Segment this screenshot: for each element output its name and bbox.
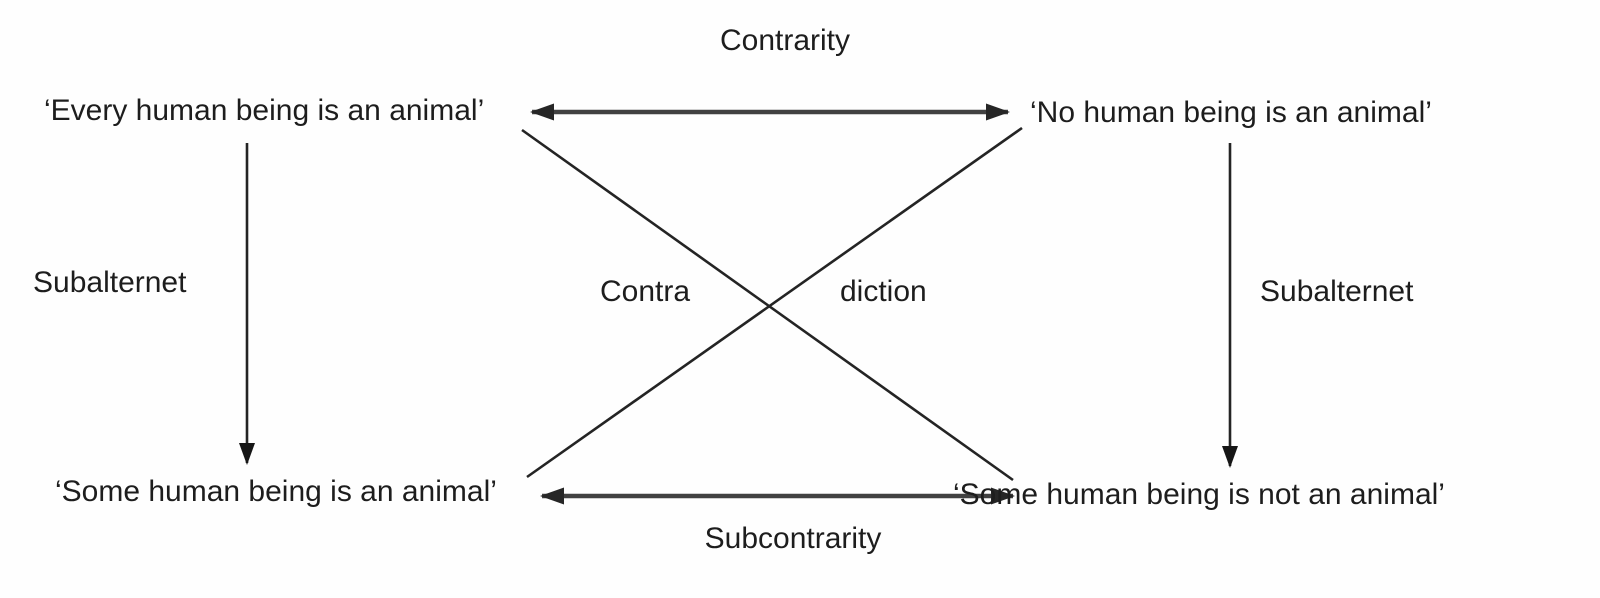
- subaltern-right-label: Subalternet: [1260, 275, 1414, 308]
- proposition-top-left: ‘Every human being is an animal’: [44, 94, 485, 127]
- contradiction-label-left: Contra: [600, 275, 691, 308]
- proposition-bottom-left: ‘Some human being is an animal’: [55, 475, 497, 508]
- contrarity-label: Contrarity: [719, 24, 851, 57]
- subaltern-left-label: Subalternet: [33, 266, 187, 299]
- proposition-bottom-right: ‘Some human being is not an animal’: [953, 478, 1445, 511]
- proposition-top-right: ‘No human being is an animal’: [1030, 96, 1432, 129]
- contradiction-diagonal-b: [526, 126, 1023, 479]
- contradiction-label-right: diction: [840, 275, 927, 308]
- subcontrarity-label: Subcontrarity: [704, 522, 882, 555]
- contradiction-diagonal-a: [521, 128, 1014, 482]
